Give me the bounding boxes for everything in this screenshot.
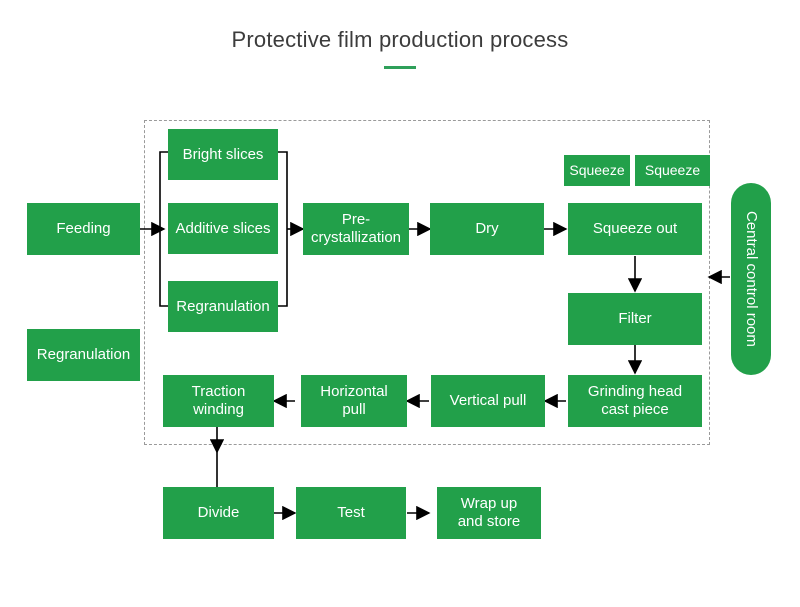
node-vertical-pull[interactable]: Vertical pull xyxy=(431,375,545,427)
node-wrap-up-label-line2: and store xyxy=(457,513,521,530)
node-grinding-head-cast-piece[interactable]: Grinding head cast piece xyxy=(568,375,702,427)
node-grinding-head-label-line2: cast piece xyxy=(601,401,669,418)
node-pre-crystallization[interactable]: Pre- crystallization xyxy=(303,203,409,255)
node-squeeze-b[interactable]: Squeeze xyxy=(635,155,710,186)
node-horizontal-pull[interactable]: Horizontal pull xyxy=(301,375,407,427)
node-wrap-up-and-store[interactable]: Wrap up and store xyxy=(437,487,541,539)
node-traction-winding[interactable]: Traction winding xyxy=(163,375,274,427)
node-regranulation-inner[interactable]: Regranulation xyxy=(168,281,278,332)
node-squeeze-out-label: Squeeze out xyxy=(592,220,678,238)
node-additive-slices[interactable]: Additive slices xyxy=(168,203,278,254)
node-feeding-label: Feeding xyxy=(56,220,111,238)
node-bright-slices-label: Bright slices xyxy=(182,145,264,163)
title-underline-accent xyxy=(384,66,416,69)
page-title: Protective film production process xyxy=(231,27,569,52)
node-pre-crystallization-label-line1: Pre- xyxy=(341,211,371,229)
node-divide-label: Divide xyxy=(197,504,240,522)
node-horizontal-pull-label-line2: pull xyxy=(342,401,366,418)
node-squeeze-b-label: Squeeze xyxy=(644,162,701,179)
node-pre-crystallization-label-line2: crystallization xyxy=(310,229,402,246)
node-squeeze-out[interactable]: Squeeze out xyxy=(568,203,702,255)
node-filter[interactable]: Filter xyxy=(568,293,702,345)
node-regranulation-standalone-label: Regranulation xyxy=(36,346,131,364)
node-regranulation-inner-label: Regranulation xyxy=(176,297,270,315)
node-feeding[interactable]: Feeding xyxy=(27,203,140,255)
node-central-control-room[interactable]: Central control room xyxy=(731,183,771,375)
node-test-label: Test xyxy=(337,504,365,522)
node-traction-winding-label-line1: Traction xyxy=(191,383,246,401)
node-additive-slices-label: Additive slices xyxy=(175,219,271,237)
node-filter-label: Filter xyxy=(618,310,652,328)
node-regranulation-standalone[interactable]: Regranulation xyxy=(27,329,140,381)
node-squeeze-a[interactable]: Squeeze xyxy=(564,155,630,186)
node-divide[interactable]: Divide xyxy=(163,487,274,539)
node-wrap-up-label-line1: Wrap up xyxy=(460,495,518,513)
bracket-right xyxy=(278,151,288,307)
node-dry-label: Dry xyxy=(475,220,499,238)
node-vertical-pull-label: Vertical pull xyxy=(449,392,527,410)
node-horizontal-pull-label-line1: Horizontal xyxy=(320,383,388,401)
node-squeeze-a-label: Squeeze xyxy=(569,162,625,179)
node-test[interactable]: Test xyxy=(296,487,406,539)
node-dry[interactable]: Dry xyxy=(430,203,544,255)
node-grinding-head-label-line1: Grinding head xyxy=(587,383,683,401)
node-bright-slices[interactable]: Bright slices xyxy=(168,129,278,180)
node-central-control-room-label: Central control room xyxy=(742,211,760,347)
node-traction-winding-label-line2: winding xyxy=(193,401,244,418)
bracket-left xyxy=(159,151,168,307)
